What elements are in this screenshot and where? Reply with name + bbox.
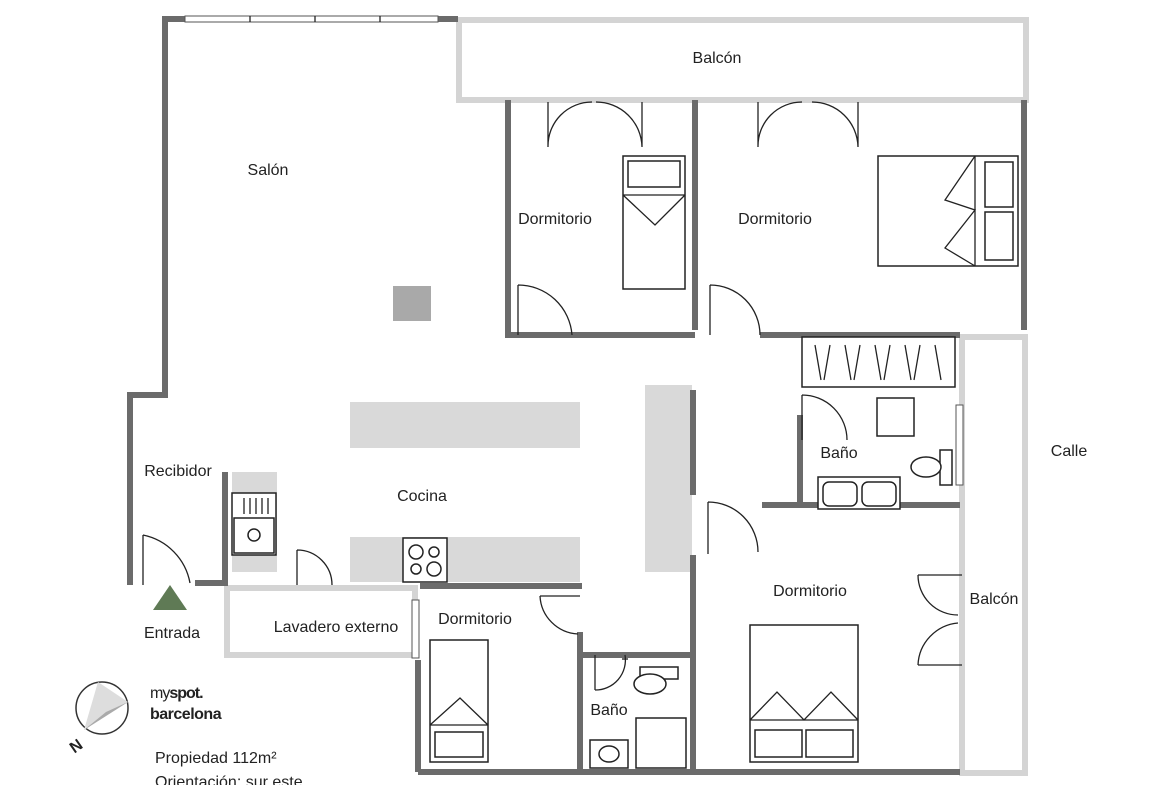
shower-2 [635,717,687,769]
double-sink [817,476,901,510]
walls [127,16,1027,775]
label-dormitorio-3: Dormitorio [773,583,847,600]
entrance-marker-icon [153,585,187,610]
balcony-right-outline [959,334,1028,776]
compass-north-label: N [67,737,86,758]
label-entrada: Entrada [144,625,200,642]
toilet-1 [910,449,953,486]
kitchen-island [350,402,580,448]
label-bano-2: Baño [590,702,627,719]
logo: myspot. barcelona [150,685,222,723]
label-calle: Calle [1051,443,1088,460]
wardrobe [801,336,956,388]
doors [142,101,962,691]
svg-text:myspot.: myspot. [150,685,203,702]
window-lavadero [411,599,420,659]
property-size: Propiedad 112m² [155,750,277,767]
balcony-top-outline [456,17,1029,103]
kitchen-counter [350,537,580,582]
label-dormitorio-1: Dormitorio [518,211,592,228]
toilet-2 [633,666,679,695]
double-bed-2 [749,624,859,763]
label-dormitorio-2: Dormitorio [738,211,812,228]
label-balcon-top: Balcón [693,50,742,67]
hall-column [645,385,692,572]
structural-pillar [393,286,431,321]
label-balcon-right: Balcón [970,591,1019,608]
label-recibidor: Recibidor [144,463,212,480]
kitchen-sink [231,492,277,556]
label-dormitorio-4: Dormitorio [438,611,512,628]
svg-text:barcelona: barcelona [150,706,222,723]
window-bano [955,404,964,486]
label-lavadero: Lavadero externo [274,619,399,636]
orientation: Orientación: sur este [155,774,303,785]
label-cocina: Cocina [397,488,447,505]
stove [402,537,448,583]
double-bed-1 [877,155,1019,267]
sink-2 [589,739,629,769]
label-salon: Salón [248,162,289,179]
shower-1 [876,397,915,437]
single-bed-1 [622,155,686,290]
label-bano-1: Baño [820,445,857,462]
compass-icon: N [67,681,129,758]
single-bed-2 [429,639,489,763]
window-top [184,15,439,23]
